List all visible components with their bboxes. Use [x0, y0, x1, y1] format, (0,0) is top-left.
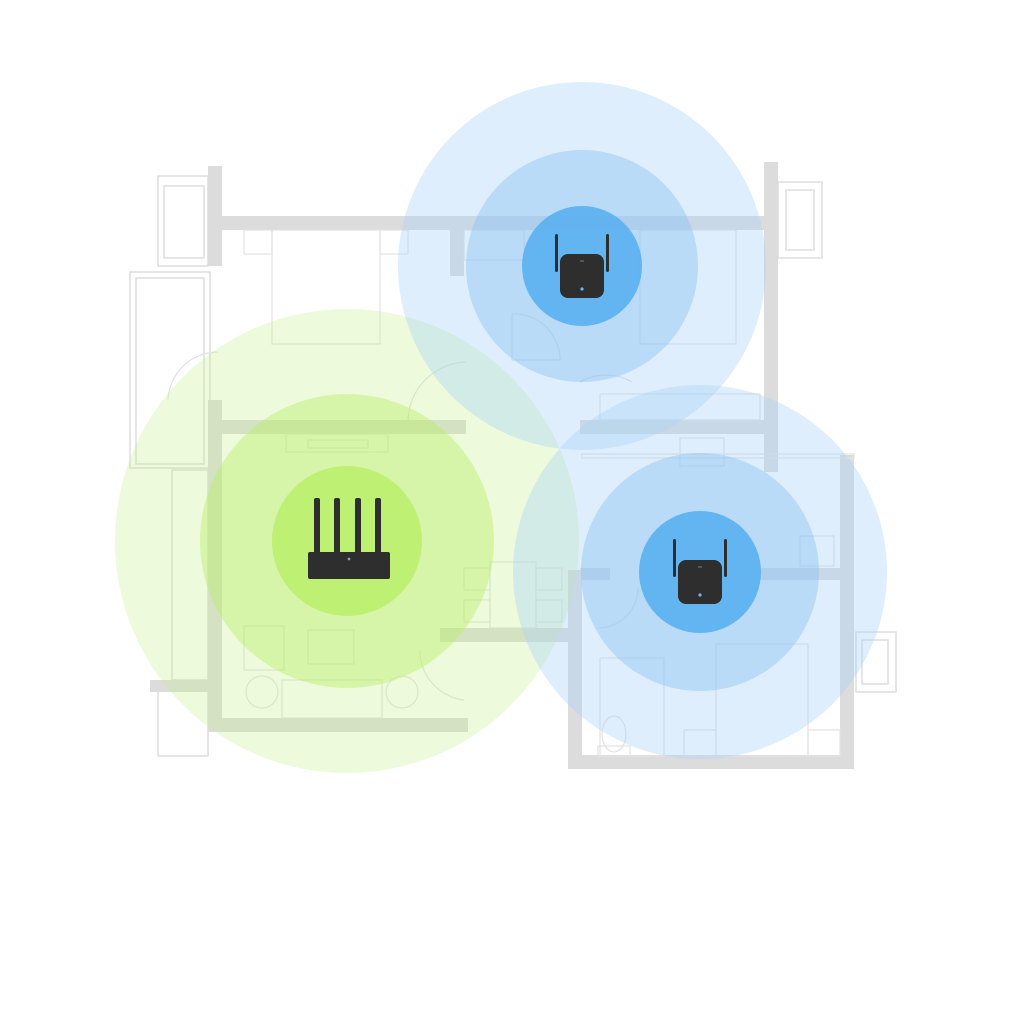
- router-icon: [308, 498, 390, 579]
- wifi-extender-icon: [673, 539, 727, 604]
- router-coverage-zone: [115, 309, 579, 773]
- floor-plan: [129, 162, 897, 769]
- wifi-extender-icon: [555, 234, 609, 298]
